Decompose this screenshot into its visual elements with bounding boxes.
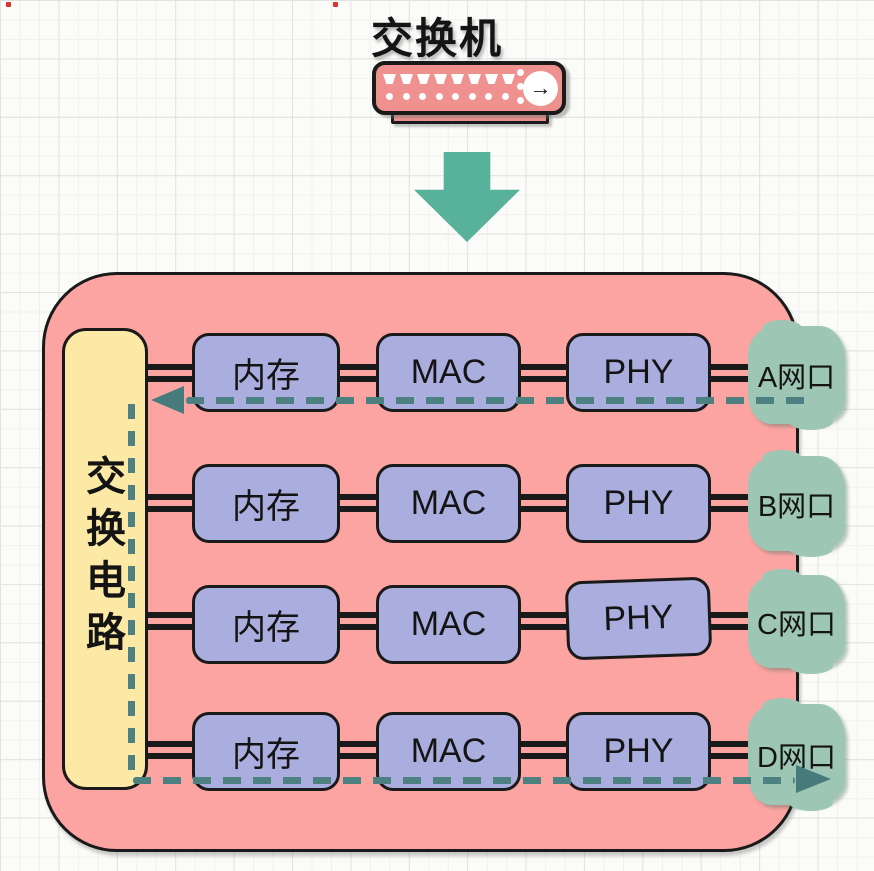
device-arrow-icon: → bbox=[523, 70, 558, 106]
page-title: 交换机 bbox=[370, 15, 503, 62]
port-blob-c: C网口 bbox=[748, 569, 845, 674]
flow-arrowhead-left-icon bbox=[151, 386, 184, 414]
device-dot-column-icon bbox=[517, 69, 524, 104]
mac-box-row-c: MAC bbox=[376, 585, 521, 664]
memory-box-row-b: 内存 bbox=[192, 464, 340, 543]
port-blob-b: B网口 bbox=[748, 450, 845, 557]
phy-box-row-c: PHY bbox=[564, 576, 713, 661]
mac-box-row-b: MAC bbox=[376, 464, 521, 543]
switching-circuit-label: 交换电路 bbox=[80, 455, 124, 663]
flow-dash-row-a bbox=[186, 397, 806, 404]
down-arrow-icon bbox=[414, 152, 520, 242]
device-ports-row-icon bbox=[383, 74, 515, 84]
memory-box-row-c: 内存 bbox=[192, 585, 340, 664]
switching-circuit-box: 交换电路 bbox=[62, 328, 148, 790]
flow-dash-row-d bbox=[133, 777, 795, 784]
artifact-dot bbox=[333, 2, 338, 7]
port-blob-a: A网口 bbox=[748, 320, 845, 430]
device-led-dots-icon bbox=[386, 93, 509, 100]
flow-arrowhead-right-icon bbox=[796, 765, 831, 793]
flow-dash-vertical bbox=[128, 404, 135, 776]
switch-device-icon: → bbox=[372, 61, 566, 115]
phy-box-row-b: PHY bbox=[566, 464, 711, 543]
artifact-dot bbox=[6, 2, 11, 7]
